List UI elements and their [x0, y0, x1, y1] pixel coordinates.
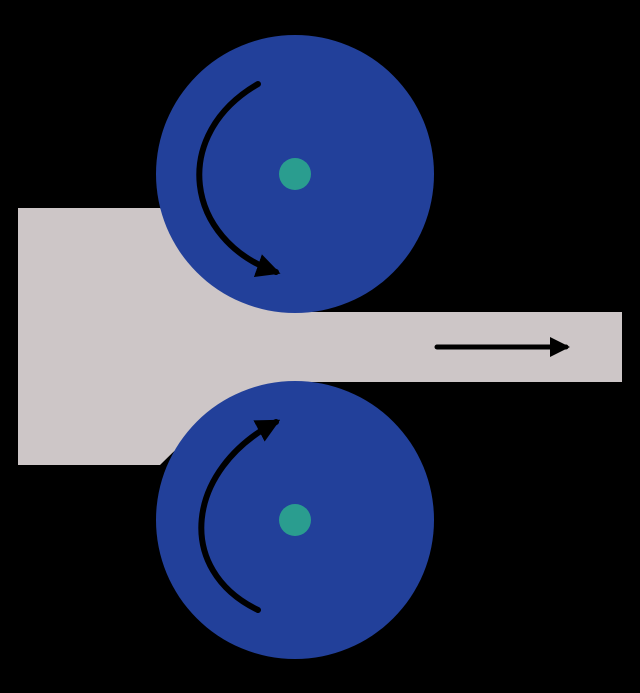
- lower-roller: [156, 381, 434, 659]
- lower-roller-rotation-arrow: [198, 419, 281, 613]
- workpiece: [18, 208, 622, 465]
- upper-roller-axle: [279, 158, 311, 190]
- upper-roller-rotation-arrow: [196, 81, 281, 277]
- lower-roller-axle: [279, 504, 311, 536]
- upper-roller: [156, 35, 434, 313]
